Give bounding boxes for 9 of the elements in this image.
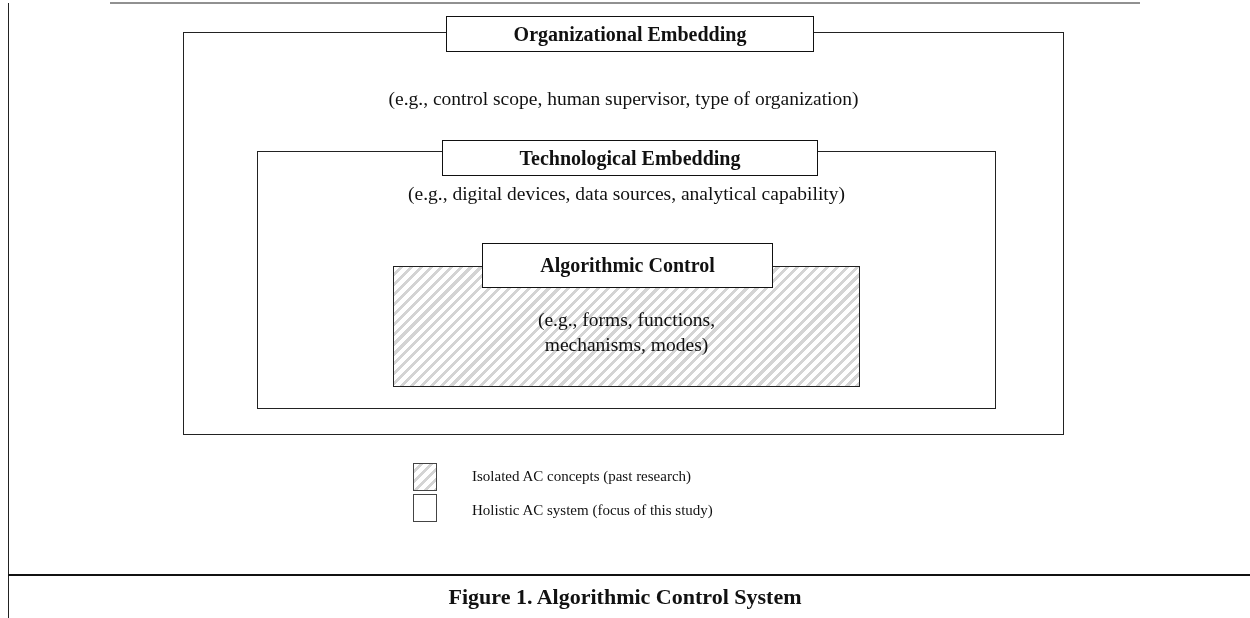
description-text: (e.g., control scope, human supervisor, type of organization) (388, 87, 859, 111)
figure-caption: Figure 1. Algorithmic Control System (448, 584, 802, 609)
legend-text: Isolated AC concepts (past research) (472, 468, 692, 485)
legend-text: Holistic AC system (focus of this study) (472, 502, 713, 519)
description-text: (e.g., digital devices, data sources, analytical capability) (408, 182, 845, 206)
heading-label: Organizational Embedding (446, 16, 814, 52)
heading-label: Technological Embedding (442, 140, 818, 176)
heading-label: Algorithmic Control (482, 243, 773, 288)
description-text: (e.g., forms, functions, mechanisms, modes) (536, 308, 717, 357)
